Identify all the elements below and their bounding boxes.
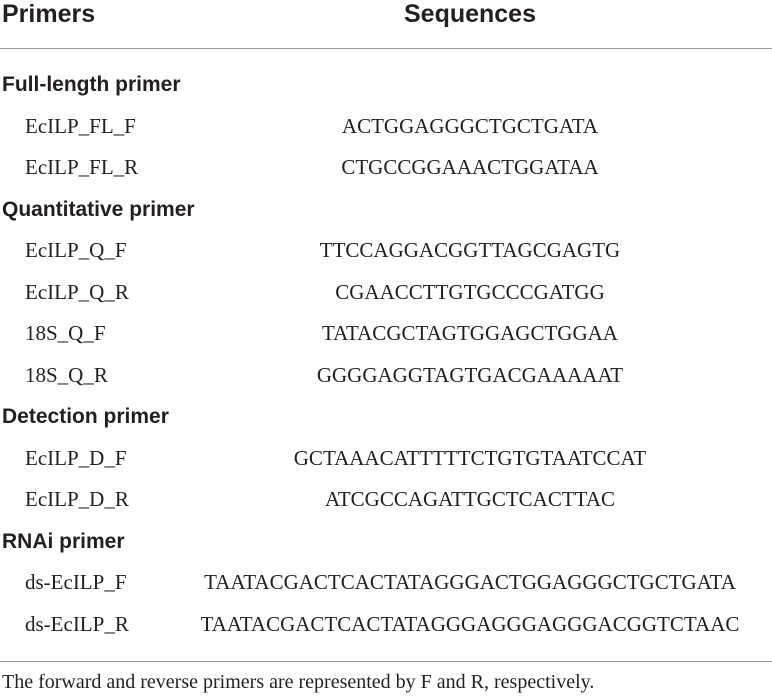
- primer-name: EcILP_Q_F: [25, 238, 127, 262]
- primer-sequence: ACTGGAGGGCTGCTGATA: [341, 114, 599, 138]
- group-title-full-length: Full-length primer: [2, 73, 181, 96]
- primer-sequence: TTCCAGGACGGTTAGCGAGTG: [319, 238, 621, 262]
- group-row: Quantitative primer: [0, 189, 772, 230]
- group-row: Detection primer: [0, 396, 772, 437]
- table-row: EcILP_Q_F TTCCAGGACGGTTAGCGAGTG: [0, 230, 772, 271]
- footer-divider: [0, 661, 772, 662]
- primer-name: 18S_Q_R: [25, 363, 108, 387]
- table-row: 18S_Q_F TATACGCTAGTGGAGCTGGAA: [0, 313, 772, 354]
- primer-name: EcILP_Q_R: [25, 280, 129, 304]
- column-header-primers: Primers: [2, 0, 96, 28]
- table-header: Primers Sequences: [0, 0, 772, 49]
- table-row: EcILP_Q_R CGAACCTTGTGCCCGATGG: [0, 272, 772, 313]
- table-footnote: The forward and reverse primers are repr…: [2, 671, 595, 693]
- primer-name: ds-EcILP_F: [25, 570, 127, 594]
- table-row: ds-EcILP_F TAATACGACTCACTATAGGGACTGGAGGG…: [0, 562, 772, 603]
- primer-sequence: CTGCCGGAAACTGGATAA: [341, 155, 599, 179]
- column-header-sequences: Sequences: [403, 0, 536, 28]
- primer-sequence: CGAACCTTGTGCCCGATGG: [335, 280, 605, 304]
- table-row: EcILP_D_F GCTAAACATTTTTCTGTGTAATCCAT: [0, 438, 772, 479]
- primer-sequence: ATCGCCAGATTGCTCACTTAC: [324, 487, 615, 511]
- table-row: EcILP_D_R ATCGCCAGATTGCTCACTTAC: [0, 479, 772, 520]
- primer-name: EcILP_FL_F: [25, 114, 136, 138]
- primer-sequence: TATACGCTAGTGGAGCTGGAA: [322, 321, 618, 345]
- group-row: Full-length primer: [0, 64, 772, 105]
- table-row: 18S_Q_R GGGGAGGTAGTGACGAAAAAT: [0, 355, 772, 396]
- primer-sequence: GGGGAGGTAGTGACGAAAAAT: [316, 363, 624, 387]
- primer-name: 18S_Q_F: [25, 321, 106, 345]
- primer-sequence: TAATACGACTCACTATAGGGAGGGAGGGACGGTCTAAC: [200, 612, 740, 636]
- primer-name: EcILP_FL_R: [25, 155, 139, 179]
- table-row: EcILP_FL_F ACTGGAGGGCTGCTGATA: [0, 106, 772, 147]
- primer-name: EcILP_D_R: [25, 487, 129, 511]
- primer-name: ds-EcILP_R: [25, 612, 129, 636]
- primer-sequence: TAATACGACTCACTATAGGGACTGGAGGGCTGCTGATA: [204, 570, 736, 594]
- group-title-rnai: RNAi primer: [2, 530, 125, 553]
- group-title-quantitative: Quantitative primer: [2, 198, 195, 221]
- primer-name: EcILP_D_F: [25, 446, 127, 470]
- group-title-detection: Detection primer: [2, 405, 169, 428]
- table-row: EcILP_FL_R CTGCCGGAAACTGGATAA: [0, 147, 772, 188]
- primer-sequence: GCTAAACATTTTTCTGTGTAATCCAT: [293, 446, 647, 470]
- group-row: RNAi primer: [0, 521, 772, 562]
- table-row: ds-EcILP_R TAATACGACTCACTATAGGGAGGGAGGGA…: [0, 604, 772, 645]
